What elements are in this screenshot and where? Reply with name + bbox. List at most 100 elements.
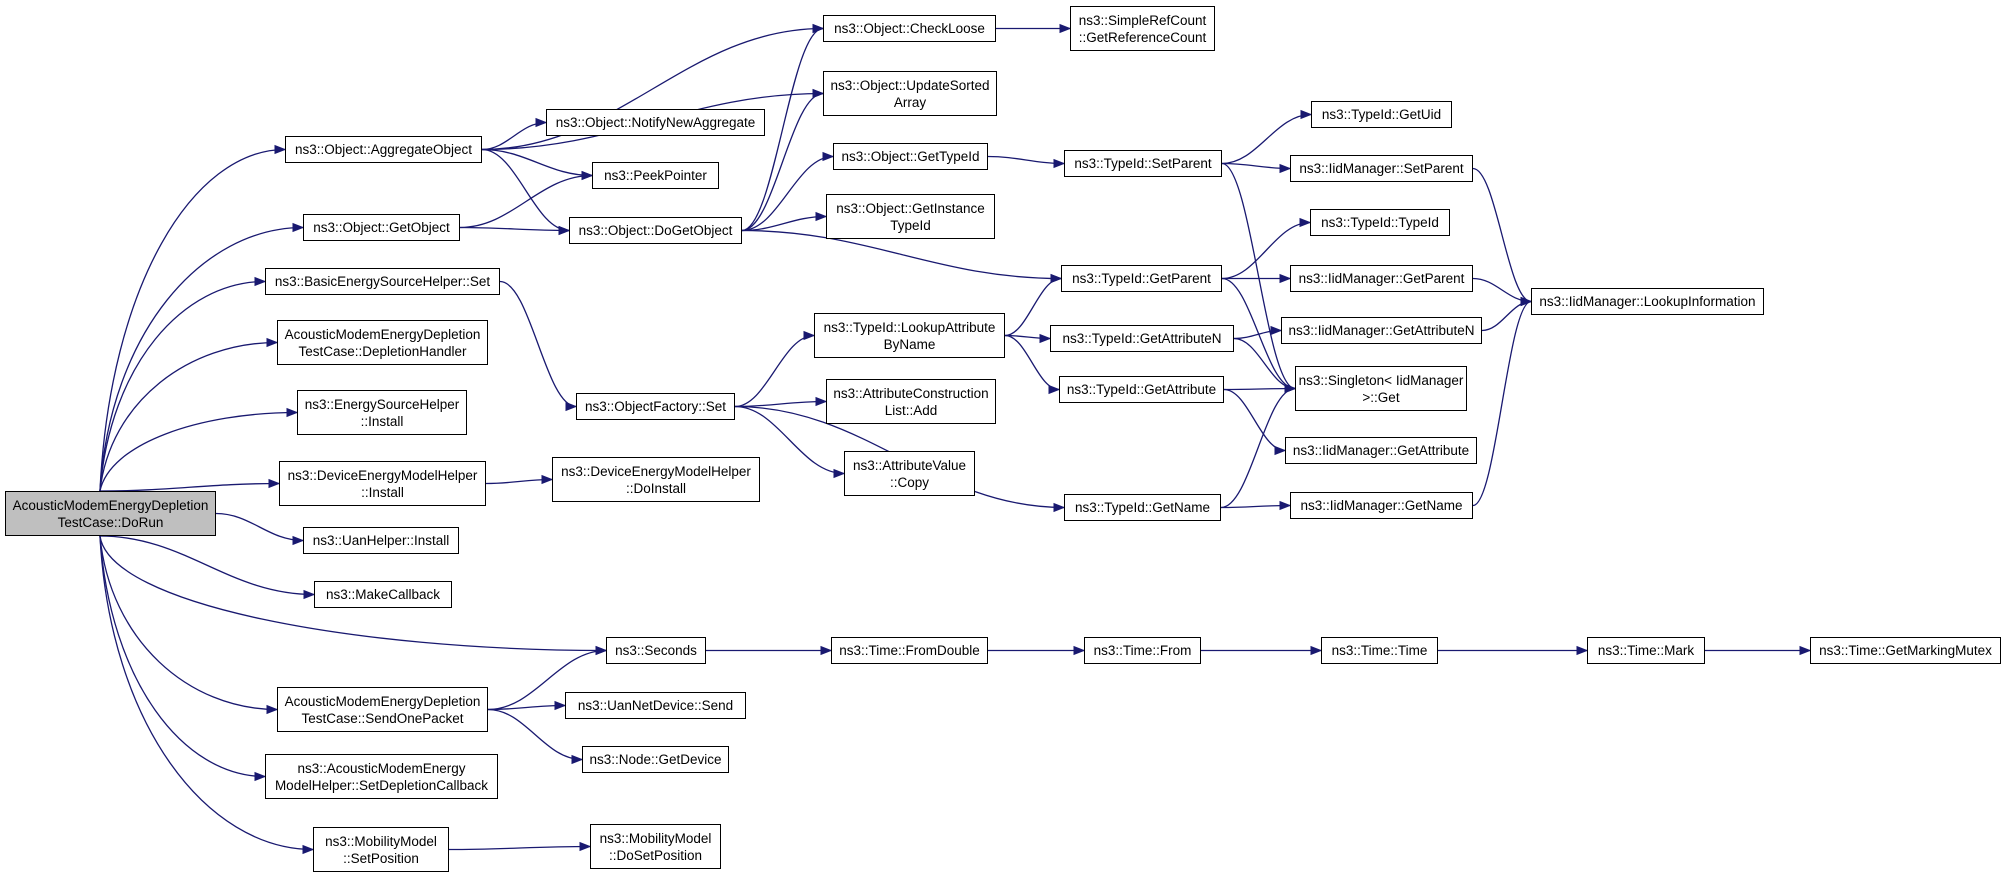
edge-root-deplh: [99, 337, 279, 492]
node-getattrn[interactable]: ns3::TypeId::GetAttributeN: [1050, 325, 1234, 352]
edge-root-esh: [99, 407, 299, 492]
node-label: AcousticModemEnergyDepletion: [284, 693, 481, 709]
node-gettid[interactable]: ns3::Object::GetTypeId: [833, 143, 988, 170]
node-chkl[interactable]: ns3::Object::CheckLoose: [823, 15, 996, 42]
node-getuid[interactable]: ns3::TypeId::GetUid: [1311, 101, 1452, 128]
node-label: ns3::UanHelper::Install: [312, 533, 450, 548]
edge-root-mkcb: [99, 535, 316, 600]
node-nodegd[interactable]: ns3::Node::GetDevice: [582, 746, 729, 773]
node-nna[interactable]: ns3::Object::NotifyNewAggregate: [546, 109, 765, 136]
node-singleton[interactable]: ns3::Singleton< IidManager>::Get: [1295, 366, 1467, 411]
edge-dogo-chkl: [741, 23, 825, 232]
node-label: ns3::TypeId::GetUid: [1321, 107, 1442, 122]
node-getparent[interactable]: ns3::TypeId::GetParent: [1061, 265, 1222, 292]
node-dosetpos[interactable]: ns3::MobilityModel::DoSetPosition: [590, 824, 721, 869]
node-label: ns3::TypeId::LookupAttribute: [823, 319, 996, 335]
node-label: ns3::MobilityModel: [599, 830, 712, 846]
edge-sendop-nodegd: [487, 708, 584, 765]
node-label: ns3::Node::GetDevice: [589, 752, 722, 767]
node-label: ModelHelper::SetDepletionCallback: [274, 777, 489, 793]
node-label: ::DoInstall: [625, 480, 687, 496]
node-mark[interactable]: ns3::Time::Mark: [1587, 637, 1705, 664]
node-secs[interactable]: ns3::Seconds: [606, 637, 706, 664]
edge-getname-iidgetn: [1220, 500, 1292, 511]
node-demh[interactable]: ns3::DeviceEnergyModelHelper::Install: [279, 461, 486, 506]
edge-lookup-getattr: [1004, 334, 1061, 395]
node-uanh[interactable]: ns3::UanHelper::Install: [303, 527, 459, 554]
node-dogo[interactable]: ns3::Object::DoGetObject: [569, 217, 742, 244]
node-label: ns3::IidManager::GetParent: [1298, 271, 1465, 286]
node-getobj[interactable]: ns3::Object::GetObject: [303, 214, 460, 241]
edge-sendop-uansend: [487, 700, 567, 711]
node-uansend[interactable]: ns3::UanNetDevice::Send: [565, 692, 746, 719]
node-demhdi[interactable]: ns3::DeviceEnergyModelHelper::DoInstall: [552, 457, 760, 502]
node-label: ns3::Time::GetMarkingMutex: [1819, 643, 1992, 658]
edge-besh-ofs: [499, 280, 578, 412]
node-label: TestCase::DoRun: [57, 514, 164, 530]
node-label: ns3::ObjectFactory::Set: [584, 399, 727, 414]
node-label: ns3::Time::From: [1093, 643, 1192, 658]
edge-getattrn-iidgetan: [1233, 325, 1283, 340]
node-label: ns3::IidManager::GetAttributeN: [1288, 323, 1475, 338]
node-label: ns3::Time::FromDouble: [839, 643, 980, 658]
node-label: ns3::AttributeValue: [852, 457, 967, 473]
node-label: TestCase::DepletionHandler: [298, 343, 467, 359]
node-typeid[interactable]: ns3::TypeId::TypeId: [1310, 209, 1450, 236]
node-avc[interactable]: ns3::AttributeValue::Copy: [844, 451, 975, 496]
edge-root-sendop: [99, 535, 279, 715]
node-iidgeta[interactable]: ns3::IidManager::GetAttribute: [1285, 437, 1477, 464]
node-getname[interactable]: ns3::TypeId::GetName: [1064, 494, 1221, 521]
edge-getobj-peek: [459, 170, 594, 229]
node-label: ns3::PeekPointer: [604, 168, 707, 183]
node-label: ::Install: [360, 413, 404, 429]
node-setpos[interactable]: ns3::MobilityModel::SetPosition: [313, 827, 449, 872]
edge-ofs-lookup: [734, 330, 816, 408]
edge-iidgetn-lookupinfo: [1472, 296, 1533, 507]
node-label: ns3::EnergySourceHelper: [304, 396, 460, 412]
edge-root-setpos: [99, 535, 315, 855]
node-mkcb[interactable]: ns3::MakeCallback: [314, 581, 452, 608]
node-iidgetn[interactable]: ns3::IidManager::GetName: [1290, 492, 1473, 519]
node-label: ns3::Seconds: [615, 643, 697, 658]
edge-aggobj-chkl: [481, 23, 825, 151]
edge-root-aggobj: [99, 144, 287, 492]
node-label: ns3::Time::Time: [1331, 643, 1428, 658]
node-from[interactable]: ns3::Time::From: [1084, 637, 1201, 664]
node-getattr[interactable]: ns3::TypeId::GetAttribute: [1059, 376, 1224, 403]
node-aggobj[interactable]: ns3::Object::AggregateObject: [285, 136, 482, 163]
node-iidsetp[interactable]: ns3::IidManager::SetParent: [1290, 155, 1473, 182]
node-label: ns3::TypeId::GetParent: [1072, 271, 1211, 286]
node-label: ns3::Object::DoGetObject: [578, 223, 733, 238]
node-label: ns3::IidManager::LookupInformation: [1539, 294, 1756, 309]
node-iidgetp[interactable]: ns3::IidManager::GetParent: [1290, 265, 1473, 292]
node-iidgetan[interactable]: ns3::IidManager::GetAttributeN: [1281, 317, 1482, 344]
edge-setparent-singleton: [1221, 162, 1297, 394]
edge-getname-singleton: [1220, 383, 1297, 509]
node-mutex[interactable]: ns3::Time::GetMarkingMutex: [1810, 637, 2001, 664]
node-peek[interactable]: ns3::PeekPointer: [592, 162, 719, 189]
node-esh[interactable]: ns3::EnergySourceHelper::Install: [297, 390, 467, 435]
node-src[interactable]: ns3::SimpleRefCount::GetReferenceCount: [1070, 6, 1215, 51]
node-label: AcousticModemEnergyDepletion: [12, 497, 209, 513]
node-label: ::Copy: [889, 474, 930, 490]
node-fromd[interactable]: ns3::Time::FromDouble: [831, 637, 988, 664]
edge-getattr-iidgeta: [1223, 388, 1287, 456]
node-ofs[interactable]: ns3::ObjectFactory::Set: [576, 393, 735, 420]
edge-gettid-setparent: [987, 155, 1066, 169]
node-label: ns3::TypeId::GetName: [1074, 500, 1211, 515]
node-timetime[interactable]: ns3::Time::Time: [1321, 637, 1438, 664]
node-label: ::GetReferenceCount: [1078, 29, 1207, 45]
node-label: ns3::UanNetDevice::Send: [577, 698, 734, 713]
edge-lookup-getparent: [1004, 273, 1063, 337]
node-setparent[interactable]: ns3::TypeId::SetParent: [1064, 150, 1222, 177]
node-lookupinfo[interactable]: ns3::IidManager::LookupInformation: [1531, 288, 1764, 315]
node-besh[interactable]: ns3::BasicEnergySourceHelper::Set: [265, 268, 500, 295]
